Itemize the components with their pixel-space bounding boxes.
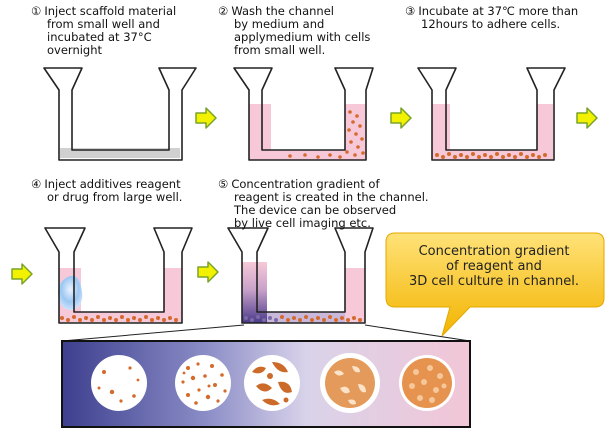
device-outline — [417, 67, 566, 161]
device-step-4 — [44, 227, 193, 324]
step-5-line-3: The device can be observed — [234, 203, 397, 217]
medium-channel — [271, 150, 345, 160]
step-4-line-2: or drug from large well. — [47, 190, 183, 204]
arrow-right-icon — [197, 261, 219, 283]
step-1-line-2: from small well and — [47, 17, 160, 31]
medium-left — [432, 104, 450, 160]
medium-left — [249, 104, 271, 160]
step-5-line-4: by live cell imaging etc. — [234, 216, 371, 230]
cross-section-band — [61, 324, 471, 428]
spheroid-2 — [175, 355, 231, 411]
step-3-line-2: 12hours to adhere cells. — [421, 17, 561, 31]
callout-text: Concentration gradient of reagent and 3D… — [384, 244, 604, 289]
cells-right-well — [345, 110, 365, 157]
device-outline — [227, 227, 374, 324]
medium-right — [164, 268, 182, 323]
spheroid-5 — [399, 355, 455, 411]
medium-right — [345, 104, 366, 160]
medium-right — [537, 104, 553, 160]
adhered-cells — [435, 152, 547, 159]
medium-channel — [450, 150, 537, 160]
arrow-right-icon — [390, 107, 412, 129]
adhered-cells — [280, 315, 362, 322]
arrow-right-icon — [576, 107, 598, 129]
device-step-1 — [43, 67, 197, 161]
spheroid-1 — [91, 355, 147, 411]
step-2-number: ② — [218, 4, 229, 18]
step-4-number: ④ — [31, 177, 42, 191]
step-5-line-2: reagent is created in the channel. — [234, 190, 429, 204]
step-1-line-4: overnight — [47, 43, 103, 57]
step-1-line-3: incubated at 37°C — [47, 30, 152, 44]
callout-line-3: 3D cell culture in channel. — [409, 274, 579, 289]
device-outline — [43, 67, 197, 161]
cells-gradient — [244, 315, 278, 322]
cells-channel — [288, 153, 342, 159]
device-step-5 — [227, 227, 374, 324]
arrow-right-icon — [195, 107, 217, 129]
step-4-line-1: Inject additives reagent — [44, 177, 181, 191]
step-5-number: ⑤ — [218, 177, 229, 191]
step-2-line-1: Wash the channel — [231, 4, 334, 18]
callout-line-2: of reagent and — [446, 259, 542, 274]
step-2-line-3: applymedium with cells — [234, 30, 371, 44]
device-outline — [44, 227, 193, 324]
step-3-line-1: Incubate at 37℃ more than — [418, 4, 579, 18]
device-step-3 — [417, 67, 566, 161]
device-outline — [233, 67, 374, 161]
step-2-line-4: from small well. — [234, 43, 326, 57]
device-step-2 — [233, 67, 374, 161]
step-5-line-1: Concentration gradient of — [231, 177, 380, 191]
step-2-line-2: by medium and — [234, 17, 325, 31]
scaffold-layer — [60, 148, 180, 158]
arrow-right-icon — [11, 263, 33, 285]
medium-right — [345, 268, 365, 323]
spheroid-3 — [244, 355, 300, 411]
zoom-line-left — [61, 324, 245, 342]
adhered-cells — [60, 315, 178, 322]
step-1-line-1: Inject scaffold material — [44, 4, 177, 18]
gradient-left-well — [242, 262, 267, 323]
zoom-line-right — [364, 324, 471, 342]
callout-line-1: Concentration gradient — [418, 244, 570, 259]
callout-bubble — [385, 232, 605, 337]
reagent-blob — [57, 275, 83, 311]
spheroid-4 — [320, 353, 380, 413]
step-1-number: ① — [31, 4, 42, 18]
step-3-number: ③ — [405, 4, 416, 18]
